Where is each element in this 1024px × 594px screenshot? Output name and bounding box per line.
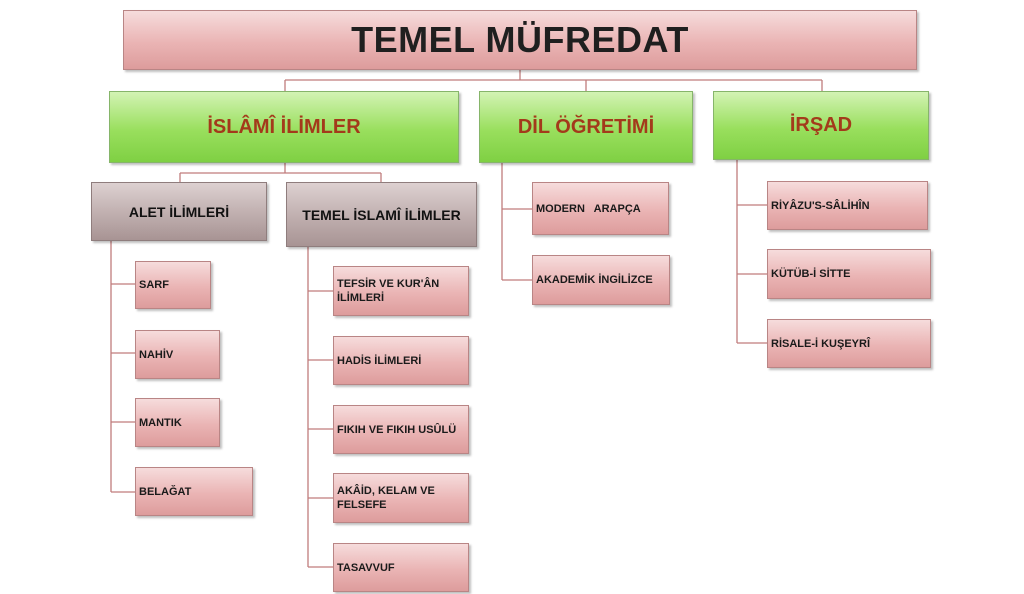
root-node: TEMEL MÜFREDAT <box>123 10 917 70</box>
leaf-mantik: MANTIK <box>135 398 220 447</box>
leaf-label: RİYÂZU'S-SÂLİHÎN <box>771 199 870 212</box>
leaf-label: TASAVVUF <box>337 561 395 574</box>
branch-islami-ilimler: İSLÂMÎ İLİMLER <box>109 91 459 163</box>
leaf-label: KÜTÜB-İ SİTTE <box>771 268 851 280</box>
leaf-belagat: BELAĞAT <box>135 467 253 516</box>
branch-dil-ogretimi: DİL ÖĞRETİMİ <box>479 91 693 163</box>
leaf-risale-i-kuseyri: RİSALE-İ KUŞEYRÎ <box>767 319 931 368</box>
branch-label: İRŞAD <box>789 114 853 136</box>
leaf-label: HADİS İLİMLERİ <box>337 354 422 367</box>
branch-label: İSLÂMÎ İLİMLER <box>207 115 361 138</box>
branch-label: DİL ÖĞRETİMİ <box>517 115 655 138</box>
leaf-tasavvuf: TASAVVUF <box>333 543 469 592</box>
leaf-nahiv: NAHİV <box>135 330 220 379</box>
leaf-riyazus-salihin: RİYÂZU'S-SÂLİHÎN <box>767 181 928 230</box>
leaf-label: NAHİV <box>139 348 174 361</box>
leaf-fikih: FIKIH VE FIKIH USÛLÜ <box>333 405 469 454</box>
leaf-tefsir: TEFSİR VE KUR'ÂN İLİMLERİ <box>333 266 469 316</box>
sub-label: ALET İLİMLERİ <box>128 203 230 220</box>
leaf-label: RİSALE-İ KUŞEYRÎ <box>771 337 871 350</box>
leaf-akaid: AKÂİD, KELAM VE FELSEFE <box>333 473 469 523</box>
leaf-label: MODERN ARAPÇA <box>536 202 641 215</box>
root-label: TEMEL MÜFREDAT <box>351 19 689 60</box>
sub-label: TEMEL İSLAMÎ İLİMLER <box>302 206 461 223</box>
leaf-label: FIKIH VE FIKIH USÛLÜ <box>337 423 457 436</box>
leaf-sarf: SARF <box>135 261 211 309</box>
leaf-modern-arapca: MODERN ARAPÇA <box>532 182 669 235</box>
leaf-label: SARF <box>139 279 169 291</box>
sub-alet-ilimleri: ALET İLİMLERİ <box>91 182 267 241</box>
branch-irsad: İRŞAD <box>713 91 929 160</box>
leaf-hadis: HADİS İLİMLERİ <box>333 336 469 385</box>
leaf-label: TEFSİR VE KUR'ÂN İLİMLERİ <box>337 278 440 304</box>
leaf-kutub-i-sitte: KÜTÜB-İ SİTTE <box>767 249 931 299</box>
leaf-label: BELAĞAT <box>139 485 192 498</box>
leaf-label: AKÂİD, KELAM VE FELSEFE <box>337 485 435 511</box>
leaf-akademik-ingilizce: AKADEMİK İNGİLİZCE <box>532 255 670 305</box>
leaf-label: AKADEMİK İNGİLİZCE <box>536 274 653 286</box>
leaf-label: MANTIK <box>139 416 182 429</box>
sub-temel-islami-ilimler: TEMEL İSLAMÎ İLİMLER <box>286 182 477 247</box>
